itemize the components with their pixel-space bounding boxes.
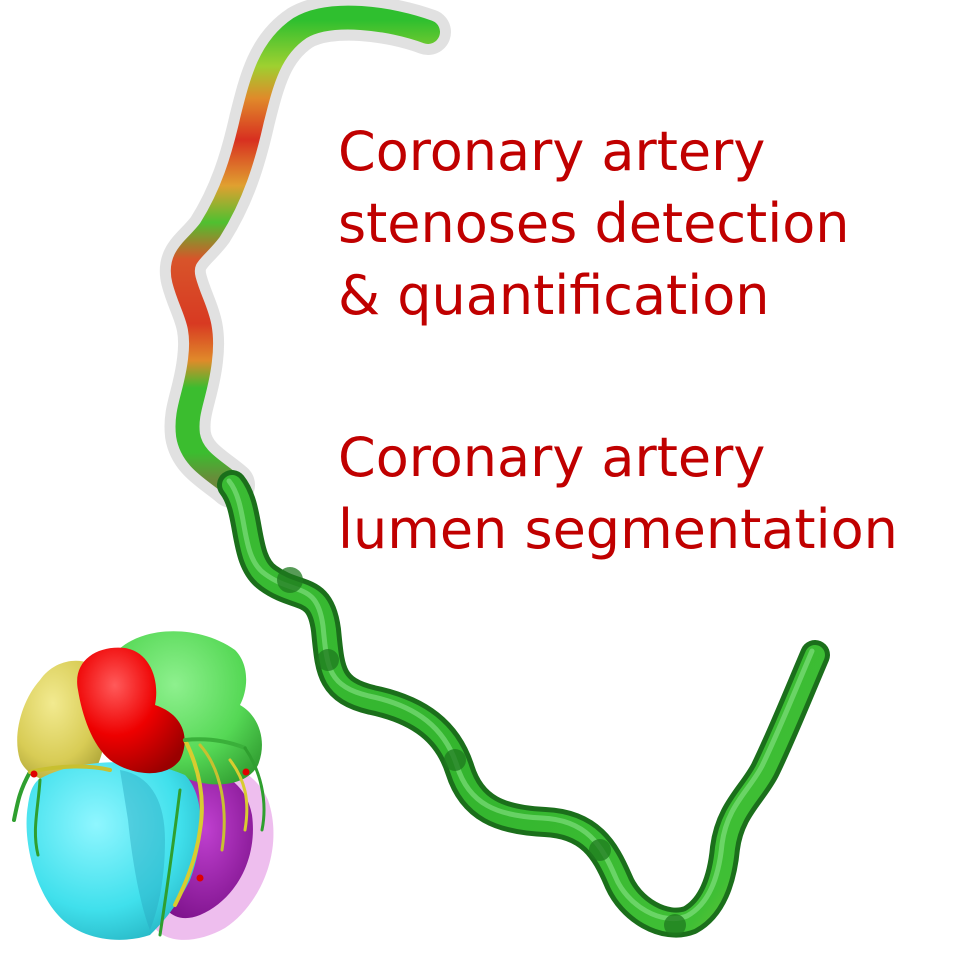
- vessel-lumen-upper: [170, 5, 440, 497]
- vessel-segment-bands: [277, 567, 686, 936]
- stenosis-markers: [30, 768, 250, 882]
- caption-lumen-segmentation: Coronary artery lumen segmentation: [338, 422, 898, 566]
- aorta: [77, 647, 185, 774]
- interventricular-septum: [120, 770, 165, 930]
- vessel-lower-highlight: [226, 478, 815, 922]
- coronary-tree: [12, 737, 266, 937]
- right-ventricle: [26, 762, 201, 940]
- caption-line: & quantification: [338, 264, 770, 327]
- caption-line: Coronary artery: [338, 120, 766, 183]
- heart-model: [12, 631, 274, 940]
- caption-line: stenoses detection: [338, 192, 850, 255]
- caption-stenoses-detection: Coronary artery stenoses detection & qua…: [338, 116, 849, 332]
- caption-line: lumen segmentation: [338, 498, 898, 561]
- caption-line: Coronary artery: [338, 426, 766, 489]
